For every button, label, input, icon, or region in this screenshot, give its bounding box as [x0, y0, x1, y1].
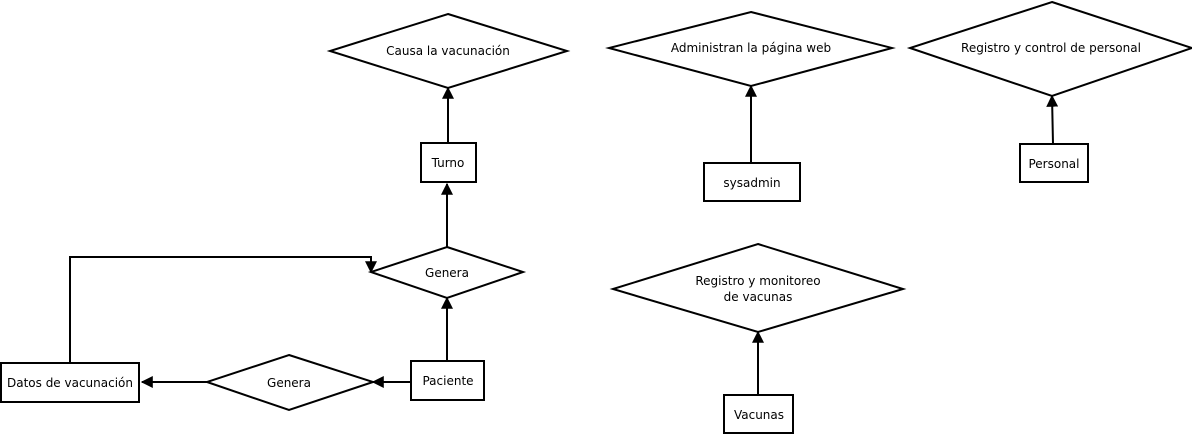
relationship-label-line1: Registro y monitoreo	[695, 274, 820, 288]
relationship-causa-vacunacion[interactable]: Causa la vacunación	[326, 12, 571, 90]
entity-label: Vacunas	[734, 408, 784, 422]
edge-personal-to-registro	[1046, 94, 1059, 145]
relationship-label: Genera	[267, 376, 311, 390]
relationship-label: Genera	[425, 266, 469, 280]
entity-datos-vacunacion[interactable]: Datos de vacunación	[0, 362, 140, 403]
entity-turno[interactable]: Turno	[420, 142, 477, 183]
relationship-label-line2: de vacunas	[724, 290, 793, 304]
edge-datos-to-genera	[69, 256, 377, 363]
relationship-genera-turno[interactable]: Genera	[367, 245, 527, 300]
entity-label: sysadmin	[723, 176, 780, 190]
relationship-registro-vacunas[interactable]: Registro y monitoreo de vacunas	[609, 242, 907, 334]
entity-label: Paciente	[422, 374, 473, 388]
relationship-label: Causa la vacunación	[386, 44, 510, 58]
entity-sysadmin[interactable]: sysadmin	[703, 162, 801, 202]
entity-vacunas[interactable]: Vacunas	[723, 394, 794, 434]
relationship-administran-web[interactable]: Administran la página web	[605, 10, 896, 88]
relationship-label: Administran la página web	[671, 41, 831, 55]
entity-label: Personal	[1028, 157, 1079, 171]
entity-personal[interactable]: Personal	[1019, 143, 1089, 183]
entity-label: Turno	[431, 156, 465, 170]
relationship-registro-personal[interactable]: Registro y control de personal	[906, 0, 1192, 98]
entity-label: Datos de vacunación	[7, 376, 133, 390]
relationship-label: Registro y control de personal	[961, 41, 1141, 55]
relationship-genera-datos[interactable]: Genera	[203, 353, 377, 412]
entity-paciente[interactable]: Paciente	[410, 360, 485, 401]
